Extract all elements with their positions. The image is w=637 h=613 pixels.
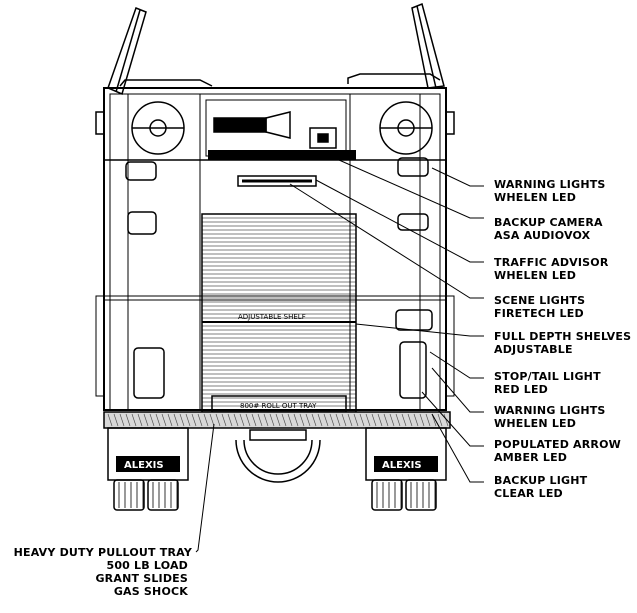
svg-text:AMBER LED: AMBER LED <box>494 451 567 464</box>
callout-full-depth-shelves: FULL DEPTH SHELVES ADJUSTABLE <box>494 330 631 356</box>
tires <box>113 479 437 511</box>
callout-scene-lights: SCENE LIGHTS FIRETECH LED <box>494 294 585 320</box>
svg-text:ADJUSTABLE: ADJUSTABLE <box>494 343 573 356</box>
svg-text:TRAFFIC ADVISOR: TRAFFIC ADVISOR <box>494 256 609 269</box>
svg-text:BACKUP CAMERA: BACKUP CAMERA <box>494 216 603 229</box>
svg-text:FULL DEPTH SHELVES: FULL DEPTH SHELVES <box>494 330 631 343</box>
svg-text:BACKUP LIGHT: BACKUP LIGHT <box>494 474 588 487</box>
right-mast <box>119 2 445 89</box>
callout-stop-tail-light: STOP/TAIL LIGHT RED LED <box>494 370 601 396</box>
rear-bumper <box>103 411 451 429</box>
svg-text:FIRETECH LED: FIRETECH LED <box>494 307 584 320</box>
leader-lines <box>195 155 484 553</box>
svg-text:RED LED: RED LED <box>494 383 548 396</box>
callout-backup-light: BACKUP LIGHT CLEAR LED <box>494 474 588 500</box>
rear-axle <box>235 429 321 483</box>
roll-up-door <box>201 213 357 413</box>
svg-text:SCENE LIGHTS: SCENE LIGHTS <box>494 294 585 307</box>
svg-text:WARNING LIGHTS: WARNING LIGHTS <box>494 178 606 191</box>
svg-text:ASA AUDIOVOX: ASA AUDIOVOX <box>494 229 591 242</box>
callout-warning-lights-lower: WARNING LIGHTS WHELEN LED <box>494 404 606 430</box>
backup-camera-assembly <box>213 111 337 149</box>
callout-warning-lights-top: WARNING LIGHTS WHELEN LED <box>494 178 606 204</box>
brand-left: ALEXIS <box>124 460 164 471</box>
tray-label: 800# ROLL OUT TRAY <box>240 402 317 410</box>
svg-text:GRANT SLIDES: GRANT SLIDES <box>95 572 188 585</box>
svg-text:WHELEN LED: WHELEN LED <box>494 191 576 204</box>
svg-text:POPULATED ARROW: POPULATED ARROW <box>494 438 621 451</box>
traffic-advisor-bar <box>208 150 356 187</box>
callout-backup-camera: BACKUP CAMERA ASA AUDIOVOX <box>494 216 603 242</box>
callout-traffic-advisor: TRAFFIC ADVISOR WHELEN LED <box>494 256 609 282</box>
mud-flap-right <box>365 427 447 481</box>
svg-text:STOP/TAIL LIGHT: STOP/TAIL LIGHT <box>494 370 601 383</box>
left-mast <box>107 7 147 96</box>
brand-right: ALEXIS <box>382 460 422 471</box>
svg-text:WHELEN LED: WHELEN LED <box>494 417 576 430</box>
left-side-lights <box>125 161 165 399</box>
shelf-label: ADJUSTABLE SHELF <box>238 313 306 321</box>
callout-pullout-tray: HEAVY DUTY PULLOUT TRAY 500 LB LOAD GRAN… <box>14 546 193 598</box>
right-side-lights <box>395 157 433 399</box>
svg-text:CLEAR LED: CLEAR LED <box>494 487 563 500</box>
callout-populated-arrow: POPULATED ARROW AMBER LED <box>494 438 621 464</box>
svg-text:GAS SHOCK: GAS SHOCK <box>114 585 188 598</box>
svg-text:HEAVY DUTY PULLOUT TRAY: HEAVY DUTY PULLOUT TRAY <box>14 546 193 559</box>
svg-text:500 LB LOAD: 500 LB LOAD <box>106 559 188 572</box>
hose-reel-right <box>379 101 433 155</box>
svg-text:WHELEN LED: WHELEN LED <box>494 269 576 282</box>
mud-flap-left <box>107 427 189 481</box>
hose-reel-left <box>131 101 185 155</box>
svg-text:WARNING LIGHTS: WARNING LIGHTS <box>494 404 606 417</box>
